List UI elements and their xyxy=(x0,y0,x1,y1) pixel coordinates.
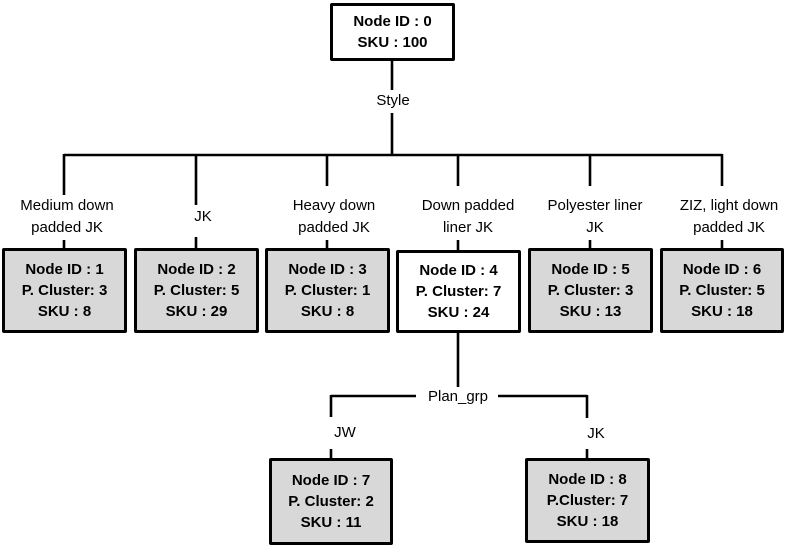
node-cluster-text: P. Cluster: 2 xyxy=(288,493,374,510)
branch-label-col4: Down padded liner JK xyxy=(418,188,518,246)
node-box-8: Node ID : 8 P.Cluster: 7 SKU : 18 xyxy=(525,458,650,543)
style-connector-label: Style xyxy=(370,91,416,111)
node-box-5: Node ID : 5 P. Cluster: 3 SKU : 13 xyxy=(528,248,653,333)
node-sku-text: SKU : 8 xyxy=(37,303,92,320)
branch-label-line: Medium down xyxy=(17,195,117,217)
node-cluster-text: P. Cluster: 7 xyxy=(415,283,502,300)
node-sku-text: SKU : 11 xyxy=(300,514,362,531)
branch-label-col3: Heavy down padded JK xyxy=(289,188,379,246)
branch-label-col5: Polyester liner JK xyxy=(544,188,646,246)
branch-label-line: Down padded xyxy=(418,195,518,217)
node-id-text: Node ID : 0 xyxy=(353,13,432,30)
node-id-text: Node ID : 8 xyxy=(548,471,627,488)
branch-label-jw: JW xyxy=(331,416,359,450)
branch-label-jk2: JK xyxy=(584,418,608,450)
branch-label-line: JK xyxy=(584,423,608,445)
node-id-text: Node ID : 5 xyxy=(551,261,630,278)
branch-label-line: liner JK xyxy=(439,217,497,239)
node-box-3: Node ID : 3 P. Cluster: 1 SKU : 8 xyxy=(265,248,390,333)
node-id-text: Node ID : 3 xyxy=(288,261,367,278)
node-cluster-text: P. Cluster: 5 xyxy=(679,282,765,299)
branch-label-line: ZIZ, light down xyxy=(676,195,782,217)
branch-label-line: padded JK xyxy=(28,217,106,239)
node-id-text: Node ID : 1 xyxy=(25,261,104,278)
node-sku-text: SKU : 18 xyxy=(691,303,753,320)
branch-label-line: padded JK xyxy=(295,217,373,239)
node-sku-text: SKU : 24 xyxy=(427,304,490,321)
node-cluster-text: P. Cluster: 3 xyxy=(547,282,634,299)
branch-label-line: Polyester liner xyxy=(544,195,646,217)
node-box-2: Node ID : 2 P. Cluster: 5 SKU : 29 xyxy=(134,248,259,333)
node-box-root: Node ID : 0 SKU : 100 xyxy=(330,3,455,61)
node-sku-text: SKU : 8 xyxy=(300,303,355,320)
node-cluster-text: P. Cluster: 1 xyxy=(284,282,371,299)
node-sku-text: SKU : 29 xyxy=(165,303,228,320)
node-box-6: Node ID : 6 P. Cluster: 5 SKU : 18 xyxy=(660,248,784,333)
branch-label-line: JW xyxy=(331,422,359,444)
branch-label-line: JK xyxy=(191,206,215,228)
branch-label-col6: ZIZ, light down padded JK xyxy=(676,188,782,246)
node-id-text: Node ID : 4 xyxy=(419,262,498,279)
node-sku-text: SKU : 18 xyxy=(556,513,619,530)
node-id-text: Node ID : 2 xyxy=(157,261,236,278)
branch-label-line: padded JK xyxy=(690,217,768,239)
branch-label-line: Heavy down xyxy=(289,195,379,217)
node-cluster-text: P. Cluster: 5 xyxy=(153,282,240,299)
node-cluster-text: P.Cluster: 7 xyxy=(546,492,629,509)
node-sku-text: SKU : 13 xyxy=(559,303,622,320)
branch-label-col2: JK xyxy=(191,188,215,246)
node-cluster-text: P. Cluster: 3 xyxy=(21,282,108,299)
branch-label-line: JK xyxy=(583,217,607,239)
plan-grp-connector-label: Plan_grp xyxy=(421,387,495,407)
node-id-text: Node ID : 7 xyxy=(291,472,371,489)
node-sku-text: SKU : 100 xyxy=(357,34,428,51)
node-box-1: Node ID : 1 P. Cluster: 3 SKU : 8 xyxy=(2,248,127,333)
node-box-4: Node ID : 4 P. Cluster: 7 SKU : 24 xyxy=(396,250,521,333)
node-box-7: Node ID : 7 P. Cluster: 2 SKU : 11 xyxy=(269,458,393,545)
branch-label-col1: Medium down padded JK xyxy=(17,188,117,246)
node-id-text: Node ID : 6 xyxy=(682,261,762,278)
